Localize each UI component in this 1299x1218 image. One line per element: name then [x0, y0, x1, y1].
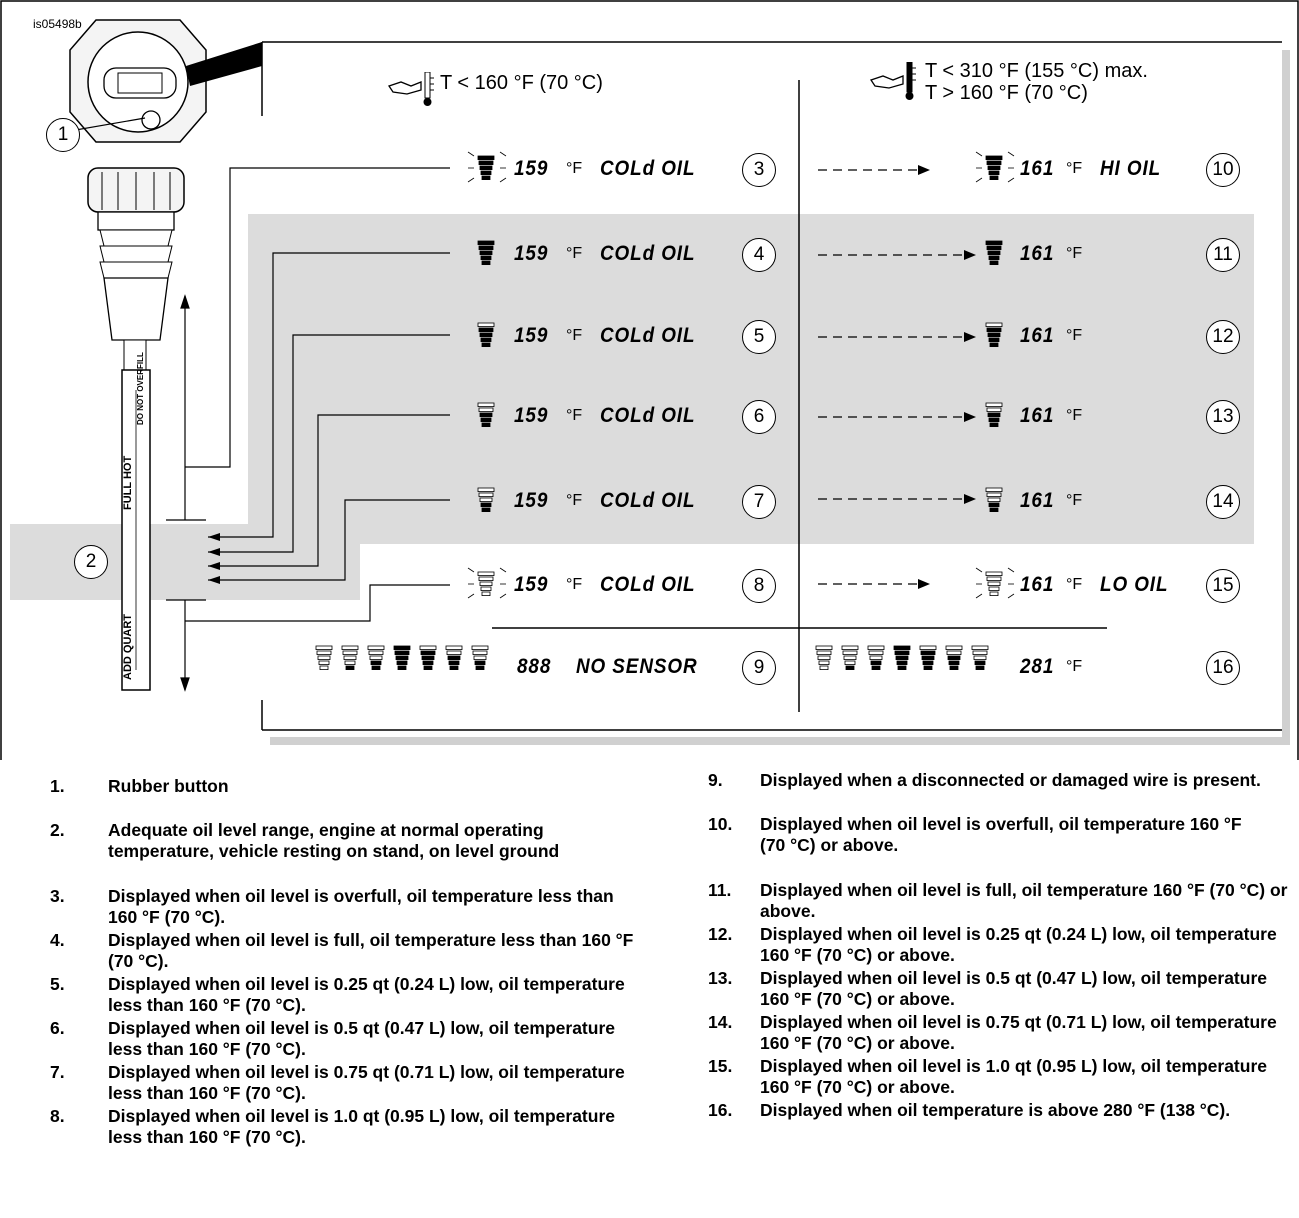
high-temp-sequence-indicator-7 [971, 645, 989, 670]
oil-can-thermometer-icon [387, 71, 437, 112]
level-indicator-left-7 [477, 487, 495, 512]
high-temp-sequence-indicator-3 [867, 645, 885, 670]
callout-3: 3 [742, 153, 776, 187]
level-indicator-left-8 [467, 567, 507, 599]
figure-id: is05498b [33, 17, 82, 31]
lcd-unit-row4: °F [566, 245, 583, 262]
lcd-unit-row7: °F [566, 492, 583, 509]
level-indicator-right-11 [985, 240, 1003, 265]
sensor-sequence-indicator-7 [471, 645, 489, 670]
header-right-line1: T < 310 °F (155 °C) max. [925, 60, 1148, 82]
lcd-unit-row3: °F [566, 160, 583, 177]
high-temp-sequence-indicator-6 [945, 645, 963, 670]
leader-arrowheads [208, 533, 220, 584]
header-left-text: T < 160 °F (70 °C) [440, 72, 603, 94]
dipstick [87, 167, 185, 691]
level-indicator-right-15 [975, 567, 1015, 599]
level-indicator-left-4 [477, 240, 495, 265]
high-temp-sequence-indicator-2 [841, 645, 859, 670]
leader-lines [185, 165, 976, 622]
cap-top-view [69, 19, 262, 143]
lcd-unit-row15: °F [1066, 576, 1083, 593]
lcd-temp-row8: 159 [514, 573, 549, 596]
lcd-temp-row3: 159 [514, 157, 549, 180]
sensor-sequence-indicator-6 [445, 645, 463, 670]
lcd-temp-row11: 161 [1020, 242, 1055, 265]
level-indicator-right-13 [985, 402, 1003, 427]
figure-border [0, 0, 1299, 760]
level-indicator-right-12 [985, 322, 1003, 347]
lcd-unit-row13: °F [1066, 407, 1083, 424]
lcd-temp-row13: 161 [1020, 404, 1055, 427]
callout-10: 10 [1206, 153, 1240, 187]
high-temp-sequence-indicator-4 [893, 645, 911, 670]
callout-5: 5 [742, 320, 776, 354]
header-hot-oil: T < 310 °F (155 °C) max. T > 160 °F (70 … [869, 60, 1148, 104]
lcd-temp-row9: 888 [517, 655, 552, 678]
lcd-unit-row14: °F [1066, 492, 1083, 509]
callout-13: 13 [1206, 400, 1240, 434]
callout-14: 14 [1206, 485, 1240, 519]
lcd-unit-row10: °F [1066, 160, 1083, 177]
lcd-unit-row6: °F [566, 407, 583, 424]
level-indicator-right-14 [985, 487, 1003, 512]
high-temp-sequence-indicator-1 [815, 645, 833, 670]
diagram-graphics [0, 0, 1299, 760]
lcd-temp-row5: 159 [514, 324, 549, 347]
callout-2: 2 [74, 545, 108, 579]
level-indicator-right-10 [975, 151, 1015, 183]
lcd-temp-row7: 159 [514, 489, 549, 512]
sensor-sequence-indicator-1 [315, 645, 333, 670]
sensor-sequence-indicator-3 [367, 645, 385, 670]
callout-16: 16 [1206, 651, 1240, 685]
callout-6: 6 [742, 400, 776, 434]
level-indicator-left-3 [467, 151, 507, 183]
level-indicator-left-5 [477, 322, 495, 347]
callout-8: 8 [742, 569, 776, 603]
callout-7: 7 [742, 485, 776, 519]
callout-15: 15 [1206, 569, 1240, 603]
oil-level-diagram: is05498b T < 160 °F (70 °C) T < 310 °F (… [0, 0, 1299, 760]
lcd-temp-row4: 159 [514, 242, 549, 265]
header-right-line2: T > 160 °F (70 °C) [925, 82, 1088, 104]
callout-9: 9 [742, 651, 776, 685]
lcd-msg-row6: COLd OIL [600, 404, 696, 427]
lcd-msg-row15: LO OIL [1100, 573, 1169, 596]
level-indicator-left-6 [477, 402, 495, 427]
lcd-unit-row12: °F [1066, 327, 1083, 344]
lcd-msg-row5: COLd OIL [600, 324, 696, 347]
adequate-range-box [10, 524, 360, 600]
lcd-msg-row3: COLd OIL [600, 157, 696, 180]
range-arrows [166, 294, 206, 692]
lcd-msg-row7: COLd OIL [600, 489, 696, 512]
sensor-sequence-indicator-5 [419, 645, 437, 670]
lcd-msg-row4: COLd OIL [600, 242, 696, 265]
callout-1: 1 [46, 118, 80, 152]
lcd-unit-row8: °F [566, 576, 583, 593]
sensor-sequence-indicator-4 [393, 645, 411, 670]
lcd-unit-row5: °F [566, 327, 583, 344]
lcd-unit-row16: °F [1066, 658, 1083, 675]
header-cold-oil: T < 160 °F (70 °C) [387, 71, 603, 106]
oil-can-thermometer-icon [869, 61, 919, 106]
lcd-temp-row14: 161 [1020, 489, 1055, 512]
lcd-msg-row10: HI OIL [1100, 157, 1162, 180]
callout-12: 12 [1206, 320, 1240, 354]
lcd-temp-row16: 281 [1020, 655, 1055, 678]
sensor-sequence-indicator-2 [341, 645, 359, 670]
lcd-msg-row9: NO SENSOR [576, 655, 698, 678]
dashed-arrows [818, 169, 966, 585]
high-temp-sequence-indicator-5 [919, 645, 937, 670]
lcd-temp-row12: 161 [1020, 324, 1055, 347]
level-indicators [315, 151, 1015, 670]
lcd-msg-row8: COLd OIL [600, 573, 696, 596]
lcd-temp-row15: 161 [1020, 573, 1055, 596]
callout-11: 11 [1206, 238, 1240, 272]
lcd-temp-row10: 161 [1020, 157, 1055, 180]
lcd-temp-row6: 159 [514, 404, 549, 427]
lcd-unit-row11: °F [1066, 245, 1083, 262]
callout-4: 4 [742, 238, 776, 272]
